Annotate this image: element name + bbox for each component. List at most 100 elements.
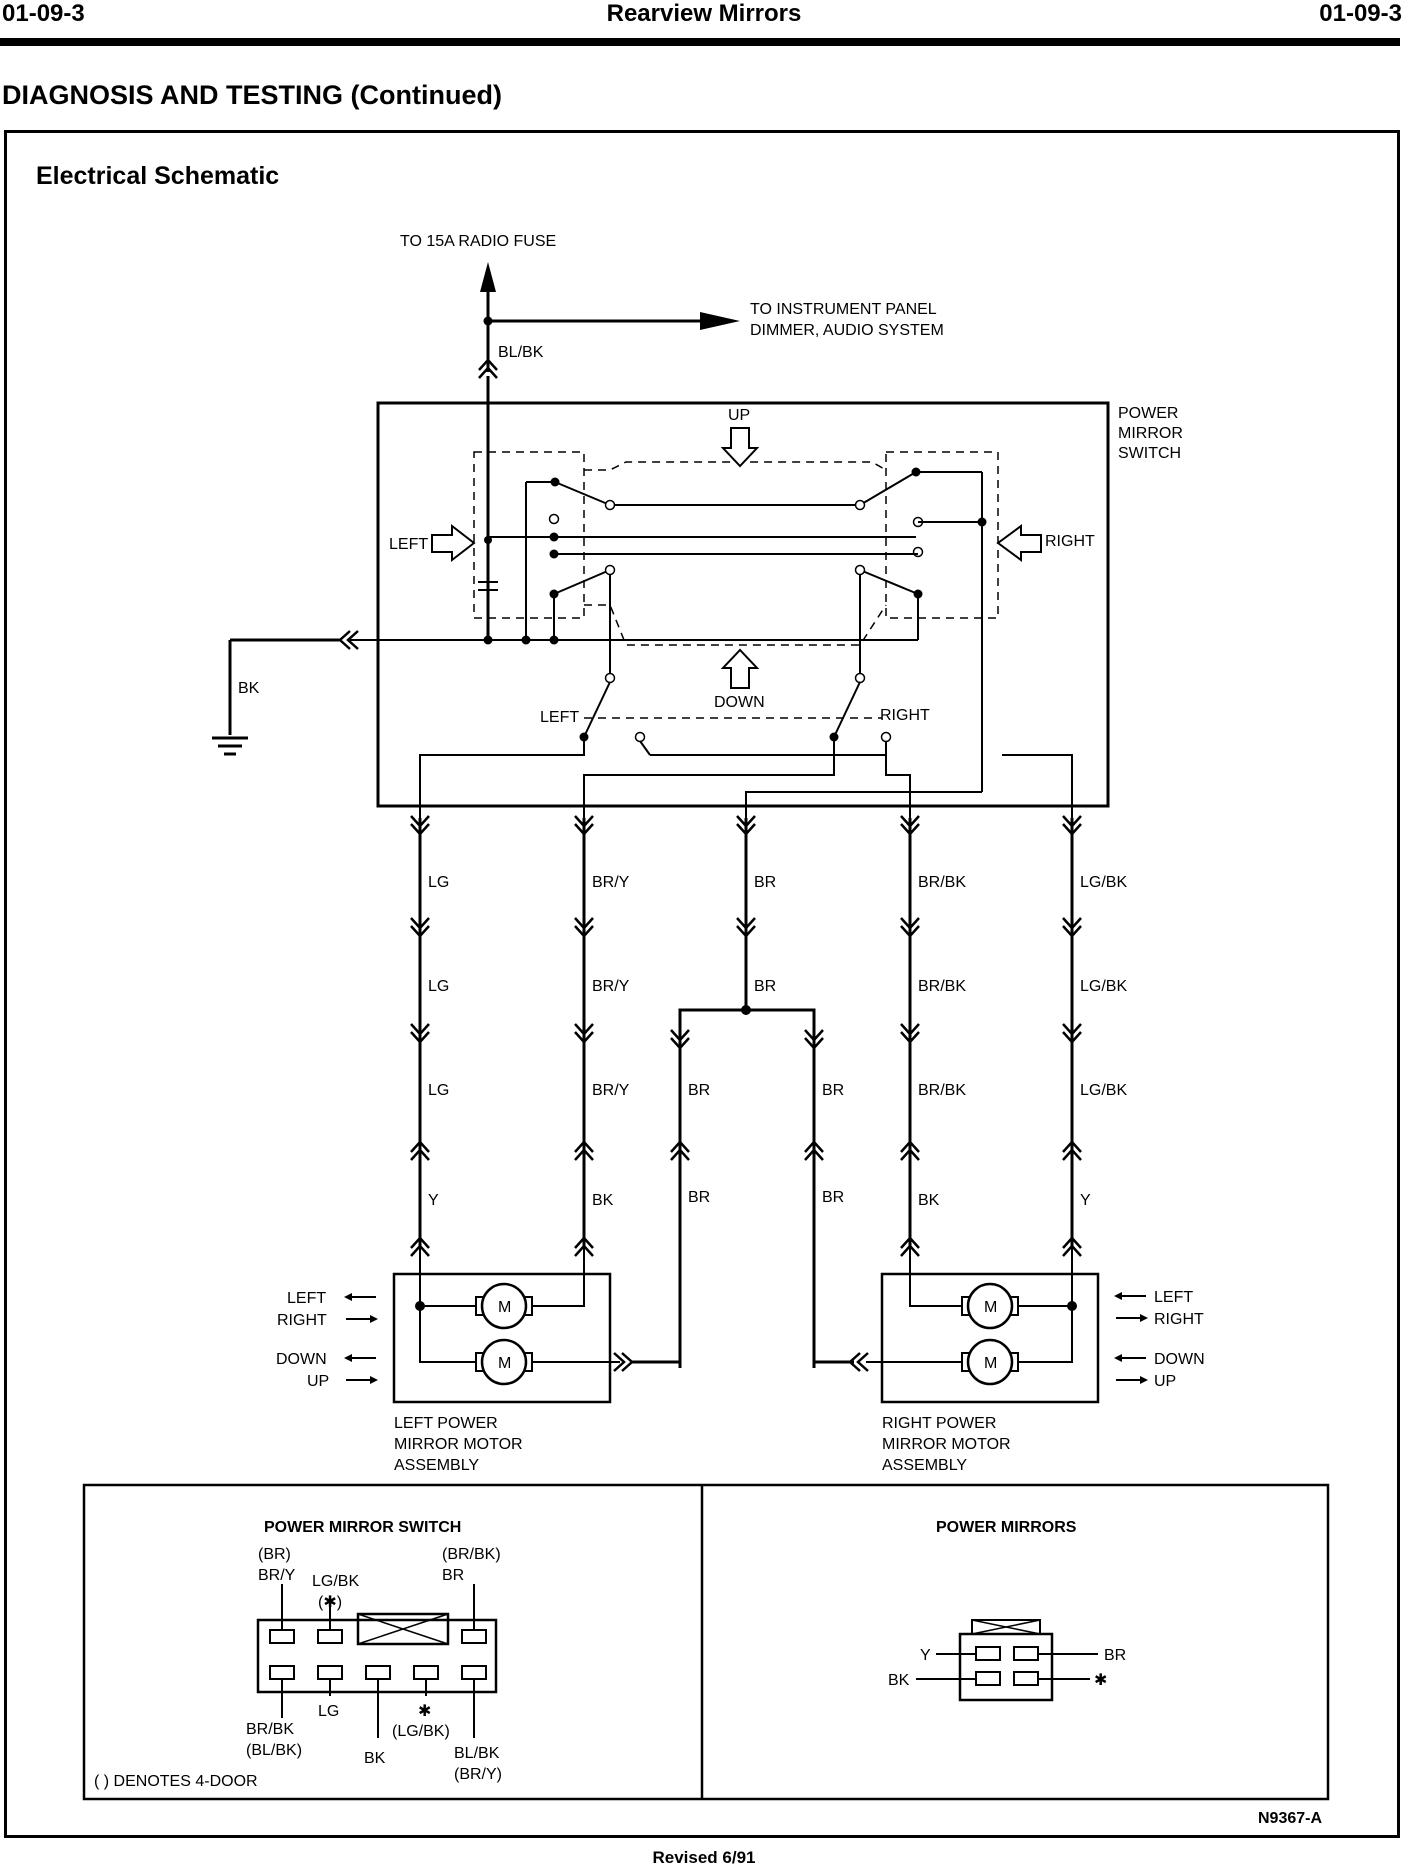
label-switch-3: SWITCH [1118, 445, 1181, 462]
page-number-right: 01-09-3 [1319, 0, 1402, 27]
pin-label: LG [318, 1703, 339, 1720]
label-selector-right: RIGHT [880, 707, 930, 724]
wire-label: BR/Y [592, 978, 630, 995]
pin-label: Y [920, 1647, 931, 1664]
wire-label: BK [592, 1192, 614, 1209]
down-arrow-icon [720, 648, 760, 689]
wire-label: BR [688, 1082, 710, 1099]
pin-label: LG/BK [312, 1573, 359, 1590]
right-assembly-label: RIGHT POWER [882, 1415, 996, 1432]
four-door-note: ( ) DENOTES 4-DOOR [94, 1773, 258, 1790]
header-rule [0, 38, 1400, 46]
pin-label: BK [888, 1672, 910, 1689]
label-down: DOWN [714, 694, 765, 711]
wire-label: Y [1080, 1192, 1091, 1209]
left-assembly-label: ASSEMBLY [394, 1457, 479, 1474]
switch-output-wiring [419, 741, 1073, 818]
label-selector-left: LEFT [540, 709, 579, 726]
wire-label: BR [754, 978, 776, 995]
label-ground-wire: BK [238, 680, 260, 697]
pin-label: BL/BK [454, 1745, 500, 1762]
wire-label: Y [428, 1192, 439, 1209]
ground-icon [212, 629, 360, 756]
pin-label: ✱ [1094, 1672, 1107, 1689]
dir-right-label: RIGHT [1154, 1311, 1204, 1328]
switch-contacts [350, 467, 987, 792]
left-arrow-icon [431, 523, 476, 563]
switch-connector-face [256, 1584, 498, 1738]
pin-label: (✱) [318, 1594, 342, 1611]
label-dimmer-1: TO INSTRUMENT PANEL [750, 301, 937, 318]
dir-down-label: DOWN [276, 1351, 327, 1368]
wire-label: LG [428, 1082, 449, 1099]
left-motor-vertical: M [475, 1338, 533, 1386]
motor-label: M [984, 1299, 997, 1316]
wire-label: LG [428, 874, 449, 891]
figure-id: N9367-A [1258, 1810, 1322, 1827]
wire-label: LG/BK [1080, 874, 1127, 891]
label-switch-1: POWER [1118, 405, 1178, 422]
up-arrow-icon [720, 427, 760, 468]
right-assembly-label: ASSEMBLY [882, 1457, 967, 1474]
wire-label: BK [918, 1192, 940, 1209]
page-number-left: 01-09-3 [2, 0, 85, 27]
dir-left-label: LEFT [287, 1290, 326, 1307]
switch-mechanical-linkage [473, 451, 999, 719]
wire-label: BR/BK [918, 1082, 966, 1099]
right-assembly-label: MIRROR MOTOR [882, 1436, 1011, 1453]
page-header-title: Rearview Mirrors [606, 0, 802, 27]
section-title: DIAGNOSIS AND TESTING (Continued) [2, 80, 502, 110]
label-left: LEFT [389, 536, 428, 553]
dir-up-label: UP [307, 1373, 329, 1390]
label-feed-wire: BL/BK [498, 344, 544, 361]
motor-label: M [498, 1355, 511, 1372]
power-feed [477, 262, 740, 640]
connector-views-panel [82, 1483, 1330, 1801]
wire-label: LG/BK [1080, 1082, 1127, 1099]
power-mirror-switch-housing [376, 401, 1110, 808]
left-assembly-label: LEFT POWER [394, 1415, 498, 1432]
dir-down-label: DOWN [1154, 1351, 1205, 1368]
wire-label: LG [428, 978, 449, 995]
left-mirror-motor-assembly [392, 1248, 682, 1404]
pin-label: BK [364, 1750, 386, 1767]
mirrors-connector-title: POWER MIRRORS [936, 1519, 1077, 1536]
pin-label: ✱ [418, 1703, 431, 1720]
wire-label: BR/Y [592, 1082, 630, 1099]
revision-footer: Revised 6/91 [652, 1848, 756, 1867]
pin-label: (LG/BK) [392, 1723, 450, 1740]
figure-frame [4, 130, 1400, 1838]
pin-label: BR [1104, 1647, 1126, 1664]
wire-label: BR [822, 1082, 844, 1099]
right-direction-legend [1114, 1292, 1148, 1384]
schematic-title: Electrical Schematic [36, 162, 280, 190]
wire-label: LG/BK [1080, 978, 1127, 995]
dir-left-label: LEFT [1154, 1289, 1193, 1306]
wire-label: BR [822, 1189, 844, 1206]
wire-harness [409, 814, 1083, 1368]
pin-label: (BR/Y) [454, 1766, 502, 1783]
pin-label: (BL/BK) [246, 1742, 302, 1759]
dir-right-label: RIGHT [277, 1312, 327, 1329]
wire-label: BR/BK [918, 874, 966, 891]
pin-label: BR/BK [246, 1721, 294, 1738]
left-motor-horizontal: M [475, 1282, 533, 1330]
pin-label: BR [442, 1567, 464, 1584]
right-arrow-icon [996, 524, 1042, 562]
wire-label: BR [688, 1189, 710, 1206]
wire-label: BR [754, 874, 776, 891]
left-assembly-label: MIRROR MOTOR [394, 1436, 523, 1453]
label-radio-fuse: TO 15A RADIO FUSE [400, 233, 556, 250]
label-up: UP [728, 407, 750, 424]
label-right: RIGHT [1045, 533, 1095, 550]
label-switch-2: MIRROR [1118, 425, 1183, 442]
pin-label: (BR) [258, 1546, 291, 1563]
right-mirror-motor-assembly [812, 1248, 1100, 1404]
pin-label: (BR/BK) [442, 1546, 501, 1563]
left-direction-legend [344, 1293, 378, 1384]
right-motor-vertical: M [961, 1338, 1019, 1386]
wire-label: BR/BK [918, 978, 966, 995]
switch-connector-title: POWER MIRROR SWITCH [264, 1519, 461, 1536]
wire-label: BR/Y [592, 874, 630, 891]
